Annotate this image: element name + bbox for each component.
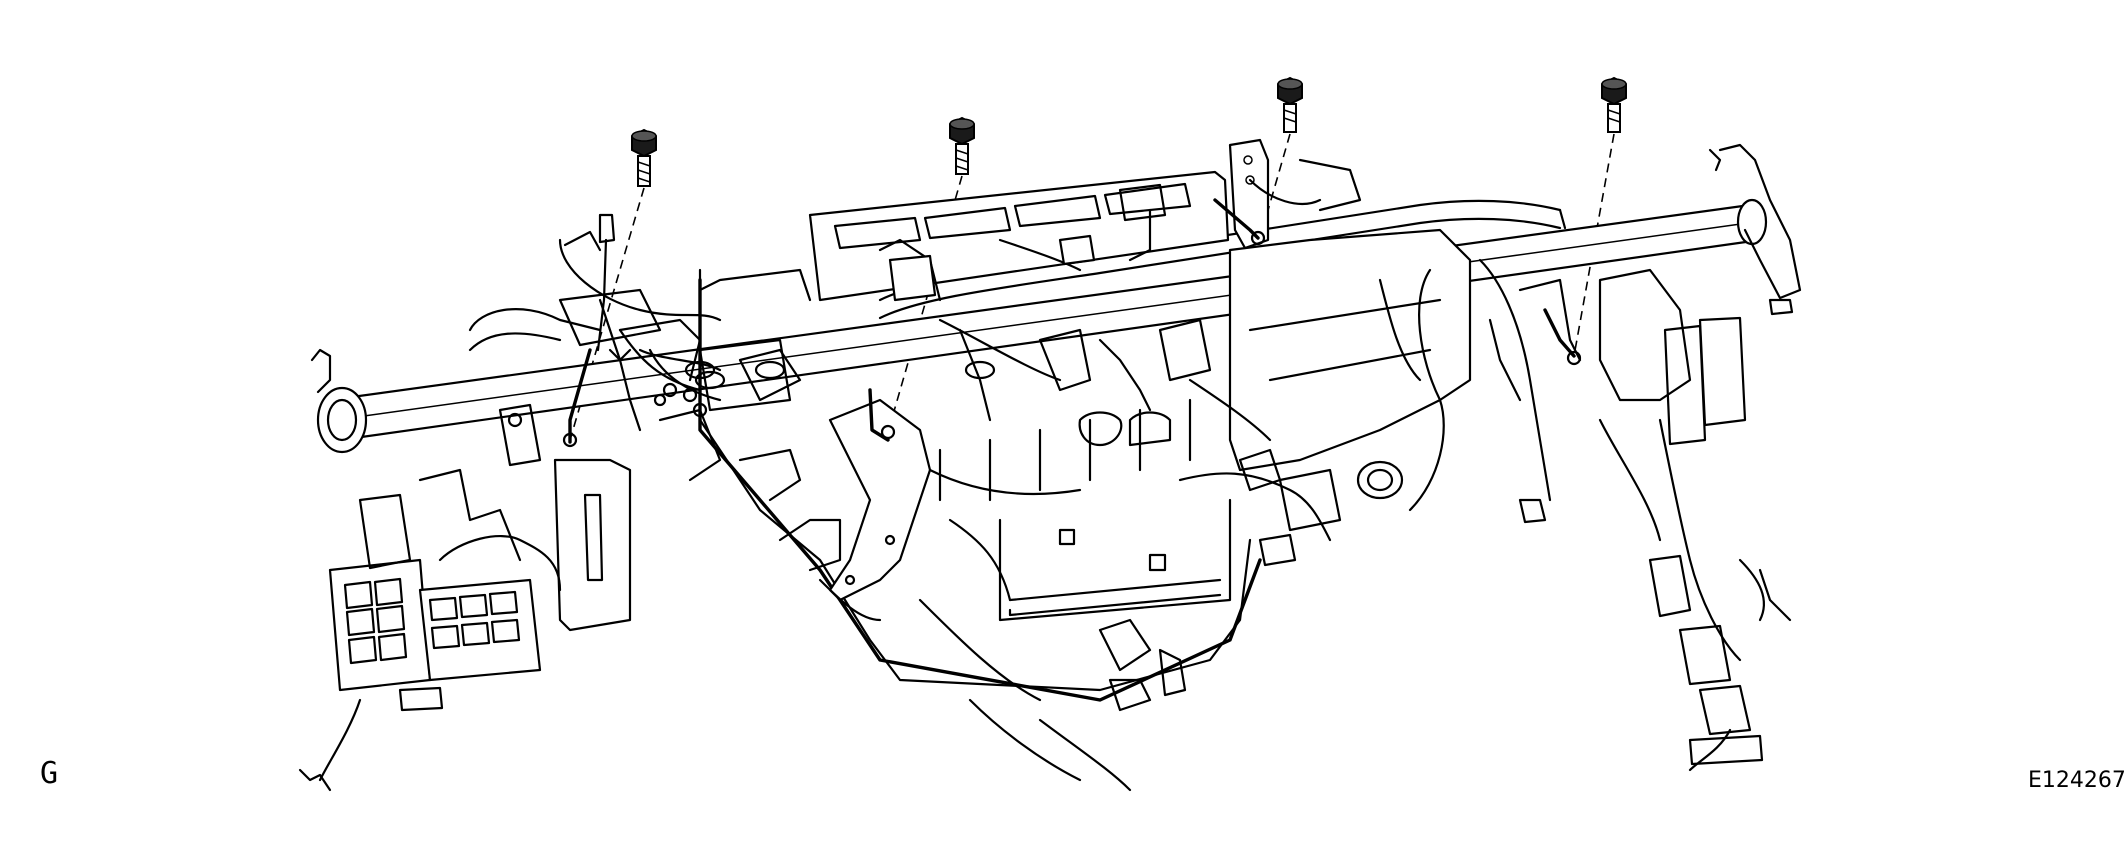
view-label: G [40,756,59,791]
right-bracket [1518,268,1747,446]
left-wire-harness [298,230,882,792]
center-wire-harness [878,178,1332,792]
center-bracket [828,388,932,602]
bolt-4 [1573,76,1627,357]
bolt-2 [887,116,975,433]
figure-id: E124267 [2028,768,2124,793]
junction-block [328,403,542,712]
right-wire-harness [1378,258,1792,772]
upper-center-bracket [1213,138,1270,250]
hvac-housing [698,170,1262,702]
left-bracket [553,213,632,632]
left-duct [468,288,792,418]
